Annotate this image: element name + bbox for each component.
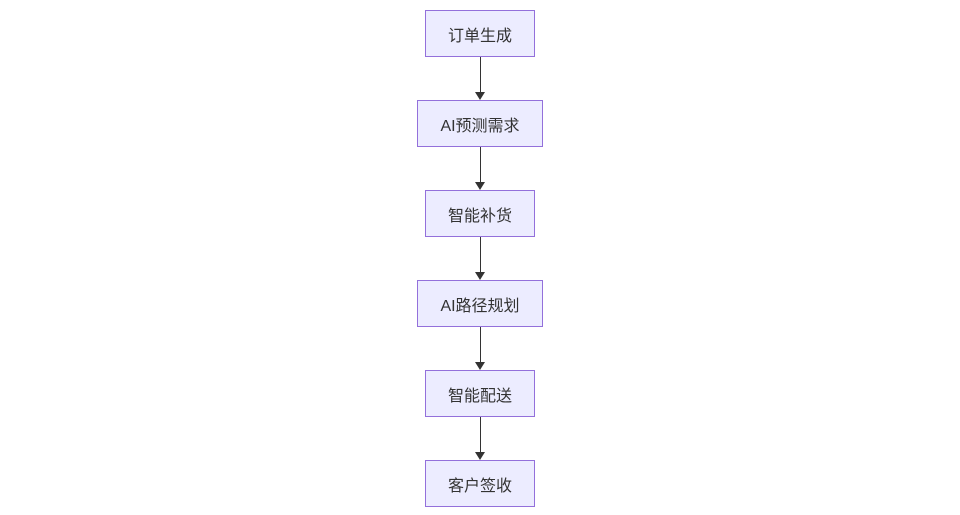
flow-node-ai-route-planning: AI路径规划 bbox=[417, 280, 543, 327]
flow-node-customer-signoff: 客户签收 bbox=[424, 460, 535, 507]
flow-node-label: AI预测需求 bbox=[440, 117, 520, 135]
flow-node-label: 订单生成 bbox=[447, 27, 512, 45]
flow-edge-2 bbox=[475, 147, 485, 190]
arrow-line bbox=[479, 327, 481, 362]
arrow-down-icon bbox=[475, 182, 485, 190]
arrow-down-icon bbox=[475, 272, 485, 280]
flow-node-order-created: 订单生成 bbox=[424, 10, 535, 57]
flow-edge-1 bbox=[475, 57, 485, 100]
flow-node-ai-demand-forecast: AI预测需求 bbox=[417, 100, 543, 147]
arrow-line bbox=[479, 147, 481, 182]
flow-node-smart-replenishment: 智能补货 bbox=[424, 190, 535, 237]
arrow-line bbox=[479, 57, 481, 92]
arrow-down-icon bbox=[475, 452, 485, 460]
flow-edge-4 bbox=[475, 327, 485, 370]
flow-node-label: 智能配送 bbox=[447, 387, 512, 405]
flow-edge-5 bbox=[475, 417, 485, 460]
arrow-down-icon bbox=[475, 92, 485, 100]
flow-edge-3 bbox=[475, 237, 485, 280]
flow-node-label: 智能补货 bbox=[447, 207, 512, 225]
arrow-line bbox=[479, 417, 481, 452]
flow-node-label: 客户签收 bbox=[447, 477, 512, 495]
arrow-down-icon bbox=[475, 362, 485, 370]
arrow-line bbox=[479, 237, 481, 272]
flow-node-label: AI路径规划 bbox=[440, 297, 520, 315]
flow-node-smart-delivery: 智能配送 bbox=[424, 370, 535, 417]
